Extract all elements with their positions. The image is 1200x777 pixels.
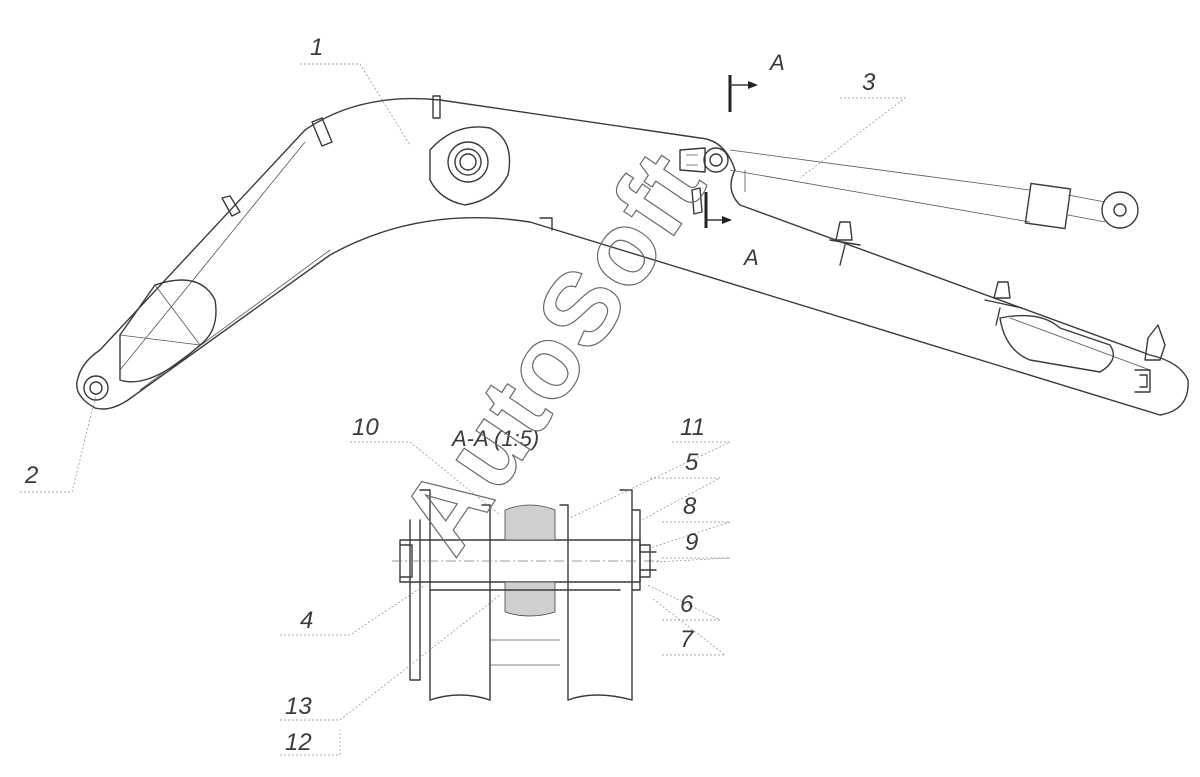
- callout-1: 1: [310, 34, 323, 61]
- callout-leaders: [20, 63, 907, 756]
- watermark-text: AutoSoft: [378, 131, 729, 573]
- callout-13: 13: [285, 693, 312, 720]
- callout-2: 2: [24, 462, 38, 489]
- callout-8: 8: [683, 493, 697, 520]
- section-view: [392, 489, 660, 701]
- boom-body: [76, 95, 1189, 416]
- callout-12: 12: [285, 729, 312, 756]
- callout-11: 11: [680, 414, 705, 441]
- hydraulic-cylinder: [729, 149, 1139, 230]
- section-letter-bottom: A: [742, 245, 759, 270]
- callout-9: 9: [685, 529, 698, 556]
- callout-7: 7: [680, 626, 695, 653]
- callout-10: 10: [352, 414, 379, 441]
- section-title: A-A (1:5): [450, 426, 539, 451]
- callout-5: 5: [685, 449, 699, 476]
- section-markers: A A: [704, 50, 785, 270]
- section-letter-top: A: [768, 50, 785, 75]
- callout-3: 3: [862, 69, 876, 96]
- callout-4: 4: [300, 607, 313, 634]
- callout-6: 6: [680, 591, 694, 618]
- callout-numbers: 1 2 3 4 5 6 7 8 9 10 11 12 13 A-A (1:5): [24, 34, 876, 756]
